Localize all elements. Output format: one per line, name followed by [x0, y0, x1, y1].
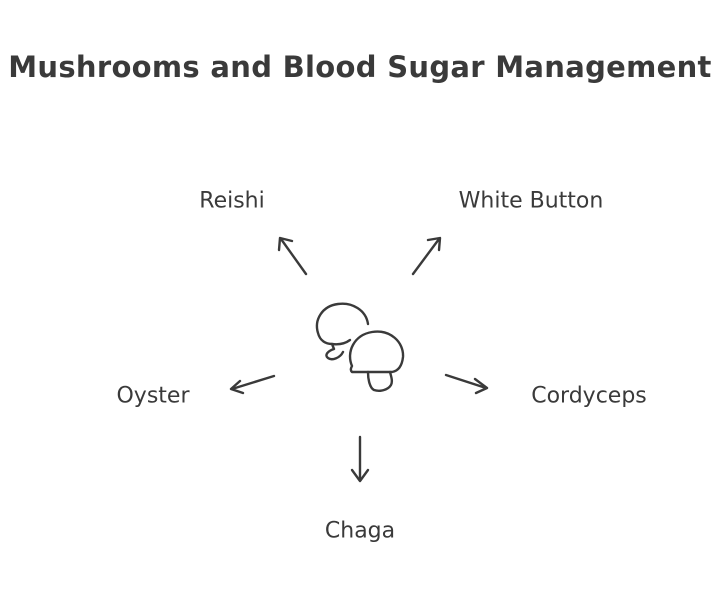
arrow-cordyceps	[444, 373, 489, 395]
arrow-oyster	[229, 374, 276, 395]
branch-label-oyster: Oyster	[116, 383, 190, 409]
branch-label-chaga: Chaga	[324, 518, 396, 544]
branch-label-reishi: Reishi	[199, 188, 265, 214]
arrow-reishi	[277, 236, 308, 276]
arrow-white-button	[411, 236, 442, 276]
arrow-chaga	[350, 435, 370, 483]
branch-label-white-button: White Button	[458, 188, 604, 214]
mushroom-icon	[315, 302, 405, 392]
branch-label-cordyceps: Cordyceps	[531, 383, 647, 409]
diagram-title: Mushrooms and Blood Sugar Management	[8, 50, 712, 84]
